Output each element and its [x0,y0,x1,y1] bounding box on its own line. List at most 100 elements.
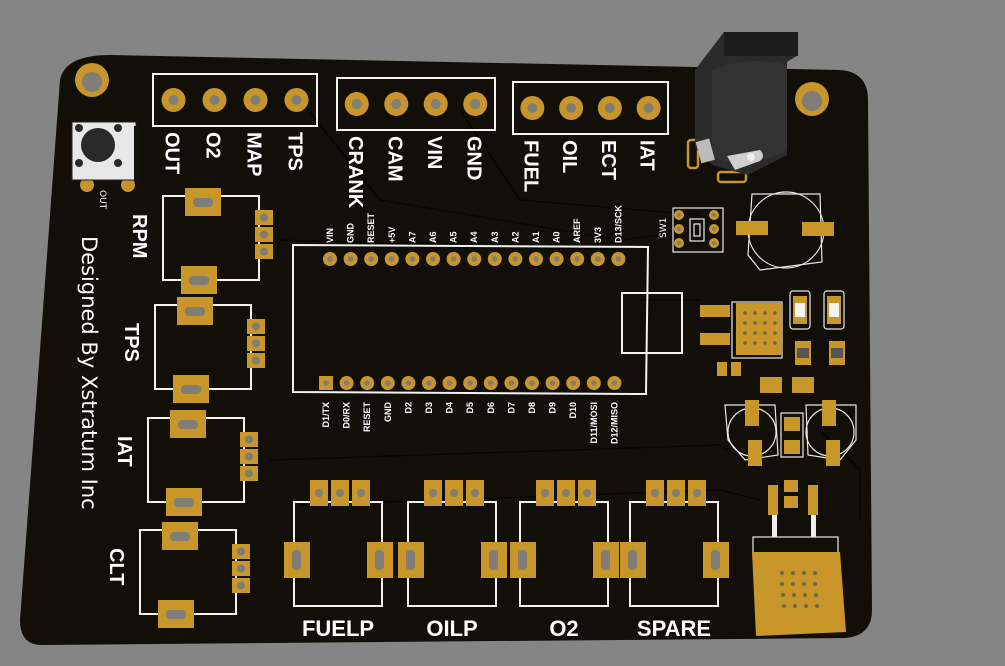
tactile-button[interactable]: OUT [71,121,140,210]
mcu-pin-label: RESET [366,212,376,243]
mcu-pin [380,376,395,390]
header-pin-label: CRANK [344,136,366,209]
mcu-pin [607,376,622,390]
regulator [700,301,783,376]
header-pin[interactable] [202,88,227,112]
header-pin[interactable] [636,96,661,120]
mcu-pin [319,376,333,390]
header-pin[interactable] [559,96,584,120]
mcu-pin-label: GND [346,223,356,244]
button-cap[interactable] [81,128,115,162]
mcu-pin [611,252,626,266]
mcu-pin [360,376,375,390]
sensor-module [139,522,250,628]
module-label: OILP [426,616,477,641]
mcu-pin-label: GND [383,402,393,423]
mcu-pin [529,252,543,266]
resistor-1 [795,341,811,365]
mcu-pin-label: D9 [548,402,558,414]
mcu-pin [401,376,416,390]
mcu-pin-label: D11/MOSI [589,402,599,444]
mcu-pin [323,252,337,266]
module-label: O2 [549,616,578,641]
mcu-pin-label: D6 [486,402,496,414]
resistor-2 [829,341,845,365]
header-pin[interactable] [520,96,545,120]
mcu-pin-label: D3 [424,402,434,414]
header-pin-label: VIN [423,136,445,169]
mosfet [752,480,846,636]
header-pin-label: ECT [597,140,619,180]
mcu-pin-label: A5 [449,231,459,243]
module-label: FUELP [302,616,374,641]
header-pin-label: OIL [558,140,580,173]
mcu-pin [570,252,585,266]
header-pin[interactable] [597,96,622,120]
mcu-pin-label: D5 [465,402,475,414]
mounting-hole-top-left [75,63,109,97]
left-sensor-modules: RPM TPS IAT CLT [105,188,273,628]
mcu-pin-label: D8 [527,402,537,414]
module-label: IAT [113,436,135,467]
mcu-pin-label: A6 [428,231,438,243]
mcu-pin-label: D2 [403,402,413,414]
mcu-pin [504,376,519,390]
mcu-pin-label: A0 [552,231,562,243]
dc-barrel-jack[interactable] [686,32,798,184]
sensor-module [162,188,273,294]
mcu-pin [339,376,354,390]
header-pin[interactable] [243,88,268,112]
module-label: CLT [105,548,127,585]
electrolytic-cap-right [805,400,857,466]
mcu-pin-label: AREF [572,218,582,243]
mcu-pin [463,376,478,390]
mcu-pin-label: D13/SCK [613,204,623,243]
mcu-pin-label: VIN [325,228,335,243]
mcu-pin-label: D4 [445,402,455,414]
header-pin[interactable] [463,92,488,116]
led-1 [789,290,811,330]
header-pin[interactable] [161,88,186,112]
diode [780,412,804,458]
header-pin[interactable] [344,92,369,116]
mcu-usb-outline [621,292,683,354]
mcu-pin [422,376,436,390]
led-2 [823,290,845,330]
header-pin[interactable] [423,92,448,116]
mcu-pin [442,376,457,390]
switch-label: SW1 [659,218,669,238]
module-label: TPS [120,323,142,362]
mcu-pin [483,376,498,390]
mcu-pin [525,376,539,390]
electrolytic-cap-left [724,400,779,466]
sensor-module [154,297,265,403]
mcu-pin-label: A2 [510,231,520,243]
header-pin[interactable] [284,88,309,112]
mcu-pin [384,252,399,266]
header-pin-label: MAP [243,132,265,176]
mcu-pin [446,252,461,266]
battery-holder [736,191,834,271]
header-pin-label: CAM [383,136,405,182]
header-pin[interactable] [384,92,409,116]
mcu-pin-label: D10 [568,402,578,419]
mcu-pin [566,376,581,390]
mcu-pin [405,252,420,266]
mcu-pin-label: D1/TX [321,402,331,428]
mcu-pin-label: A1 [531,231,541,243]
header-outline [336,77,496,131]
output-module [510,480,619,607]
module-label: RPM [128,214,150,258]
mcu-pin-label: 3V3 [593,227,603,243]
mcu-pin [545,376,560,390]
mcu-pin-label: D12/MISO [609,402,619,444]
output-module [398,480,507,607]
mcu-pin-label: +5V [387,227,397,243]
header-pin-label: O2 [202,132,224,159]
switch-sw1[interactable]: SW1 [659,207,724,253]
mcu-pin [426,252,440,266]
